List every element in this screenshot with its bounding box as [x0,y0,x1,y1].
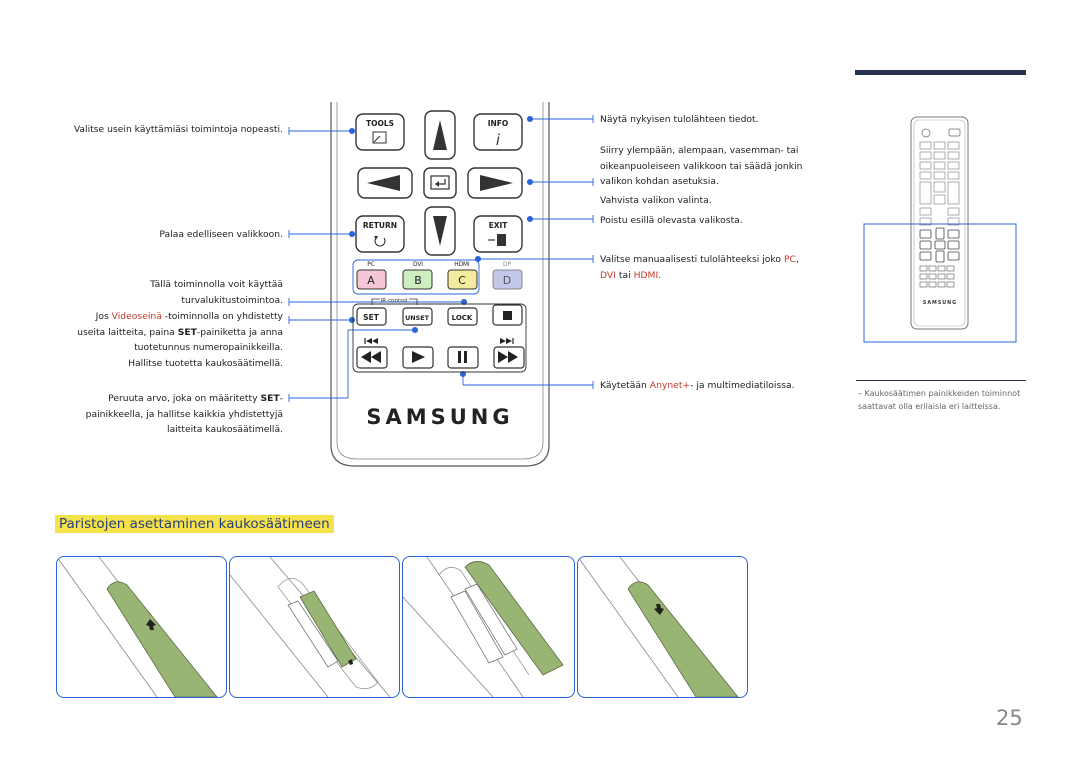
mini-remote: SAMSUNG [910,116,969,330]
battery-step-1-illustration [57,557,218,697]
media-description: Käytetään Anynet+- ja multimediatiloissa… [600,380,795,391]
c-label: C [458,274,466,287]
down-arrow-icon [433,216,447,246]
battery-step-1-panel [56,556,227,698]
right-arrow-button[interactable] [467,167,523,199]
anynet-link: Anynet+ [649,380,691,391]
source-group-outline [352,259,480,295]
a-label: A [367,274,375,287]
skip-back-icon [364,338,378,344]
c-button[interactable]: C [447,269,478,290]
ir-control-label: IR control [381,298,408,304]
header-accent-bar [855,70,1026,75]
dp-label: DP [503,262,511,268]
return-button[interactable]: RETURN [355,215,405,253]
battery-step-4-panel [577,556,748,698]
battery-step-3-panel [402,556,575,698]
lock-button[interactable]: LOCK [447,307,478,326]
exit-icon [488,234,506,246]
tools-icon [372,131,387,144]
play-button[interactable] [402,346,434,369]
battery-step-2-illustration [230,557,391,697]
battery-2 [287,600,339,668]
media-group-outline [352,303,527,373]
info-description: Näytä nykyisen tulolähteen tiedot. [600,114,759,125]
pause-icon [458,351,467,363]
ir-control-bracket: IR control [371,298,418,305]
unset-description: Peruuta arvo, joka on määritetty SET- pa… [85,393,283,435]
dvi-label: DVI [413,262,423,268]
lock-description-line2: turvalukitustoimintoa. [181,294,283,306]
b-button[interactable]: B [402,269,433,290]
section-title: Paristojen asettaminen kaukosäätimeen [55,515,334,533]
a-button[interactable]: A [356,269,387,290]
stop-button[interactable] [492,304,523,326]
fast-forward-button[interactable] [493,346,525,369]
source-description: Valitse manuaalisesti tulolähteeksi joko… [600,254,799,281]
lock-description-line1: Tällä toiminnolla voit käyttää [150,279,283,290]
unset-button[interactable]: UNSET [402,307,433,326]
battery-step-2-panel [229,556,400,698]
enter-icon [430,175,450,190]
battery-step-3-illustration [403,557,564,697]
enter-description: Vahvista valikon valinta. [600,195,712,206]
note-text: – Kaukosäätimen painikkeiden toiminnot s… [858,389,1021,411]
tools-label: TOOLS [366,119,394,128]
lock-label: LOCK [452,314,473,322]
samsung-logo: SAMSUNG [366,405,513,429]
arrow-up-icon [654,604,664,615]
pc-label: PC [367,262,375,268]
lock-description: Tällä toiminnolla voit käyttää turvaluki… [40,277,283,308]
set-label: SET [363,313,380,322]
up-arrow-icon [433,120,447,150]
remote-body [330,102,550,467]
enter-button[interactable] [423,167,457,199]
set-button[interactable]: SET [356,307,387,326]
stop-icon [503,311,512,320]
pause-button[interactable] [447,346,479,369]
fast-forward-icon [498,351,508,363]
d-button[interactable]: D [492,269,523,290]
info-icon: i [496,131,501,149]
rewind-button[interactable] [356,346,388,369]
note-divider [856,380,1026,381]
set-description: Jos Videoseinä -toiminnolla on yhdistett… [77,311,283,369]
tools-button[interactable]: TOOLS [355,113,405,151]
arrows-description: Siirry ylempään, alempaan, vasemman- tai… [600,145,803,187]
battery-1 [299,590,357,668]
battery-step-4-illustration [578,557,739,697]
videowall-link: Videoseinä [111,311,162,322]
return-label: RETURN [363,221,397,230]
up-arrow-button[interactable] [424,110,456,160]
info-label: INFO [488,119,509,128]
return-description: Palaa edelliseen valikkoon. [159,229,283,240]
b-label: B [414,274,422,287]
skip-forward-icon [500,338,514,344]
left-arrow-button[interactable] [357,167,413,199]
right-arrow-icon [480,175,513,191]
connector-lines [288,115,594,402]
d-label: D [503,274,511,287]
battery-cover [464,561,564,676]
tools-description: Valitse usein käyttämiäsi toimintoja nop… [73,124,283,135]
info-button[interactable]: INFO i [473,113,523,151]
arrow-down-icon [146,619,156,630]
hdmi-label: HDMI [454,262,470,268]
exit-description: Poistu esillä olevasta valikosta. [600,215,743,226]
exit-label: EXIT [489,221,509,230]
play-icon [412,351,425,363]
left-arrow-icon [367,175,400,191]
rewind-icon [361,351,371,363]
return-icon [374,237,386,247]
remote-diagram: TOOLS INFO i RETURN EXIT [288,102,1017,467]
unset-label: UNSET [405,314,430,322]
down-arrow-button[interactable] [424,206,456,256]
exit-button[interactable]: EXIT [473,215,523,253]
mini-remote-highlight-box [863,223,1017,343]
mini-remote-brand: SAMSUNG [923,300,957,306]
page-number: 25 [996,706,1023,730]
